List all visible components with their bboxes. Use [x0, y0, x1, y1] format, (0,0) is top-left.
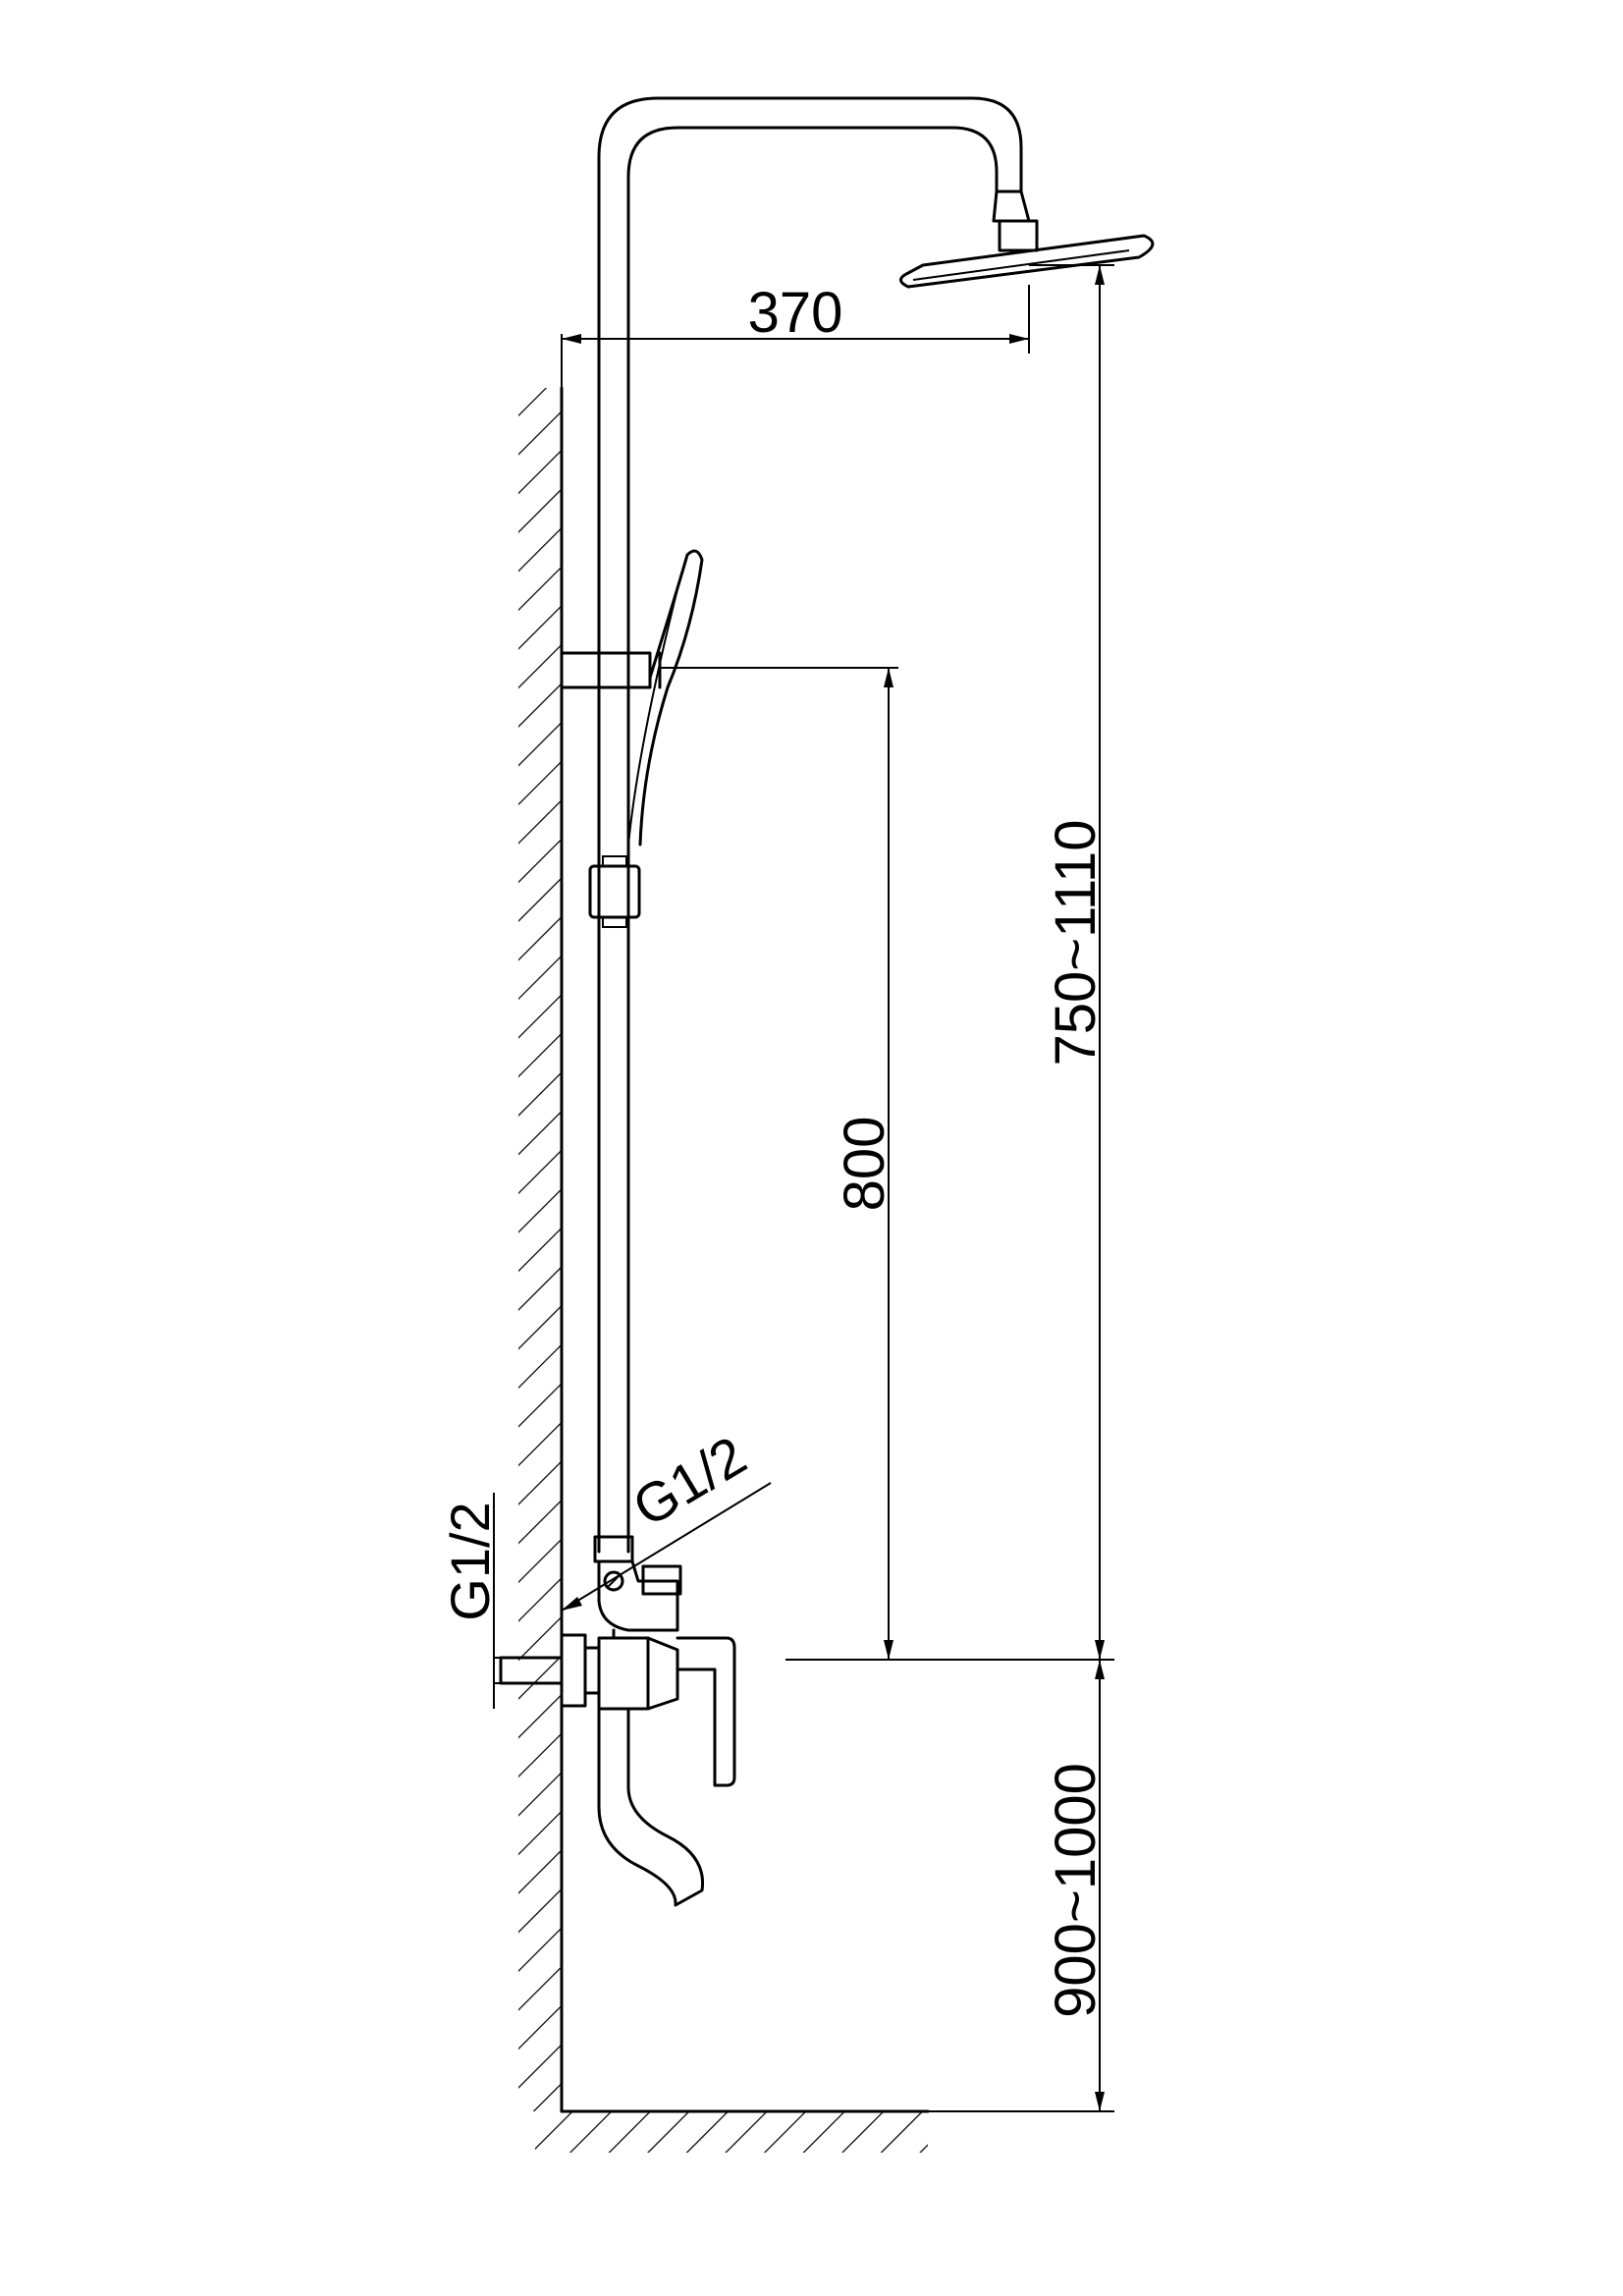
arrow-900-top	[1095, 1660, 1105, 1679]
slider-cap-bottom	[602, 916, 627, 928]
arrow-370-right	[1009, 334, 1029, 344]
arrow-900-bottom	[1095, 2092, 1105, 2111]
mixer-cartridge	[646, 1636, 679, 1711]
dimension-inlet-thread: G1/2	[439, 1493, 511, 1709]
hand-shower-inner	[627, 588, 678, 846]
label-800: 800	[833, 1117, 896, 1212]
shower-head	[899, 234, 1155, 289]
diverter-outlet	[641, 1564, 682, 1596]
dimension-hose-thread: G1/2	[561, 1424, 772, 1612]
dimension-slide-bar: 800	[660, 667, 898, 1660]
slider-bracket	[588, 855, 641, 928]
dimension-mixer-height: 900~1000	[928, 1660, 1114, 2112]
arrow-750-top	[1095, 265, 1105, 285]
wall	[518, 386, 564, 2113]
dimension-arm-reach: 370	[561, 281, 1030, 393]
mixer-wall-flange	[560, 1633, 587, 1708]
arrow-hose-thread	[562, 1597, 582, 1611]
diverter-body	[597, 1559, 679, 1632]
diverter-screw-icon	[603, 1570, 624, 1592]
inlet-thread-stub	[499, 1656, 564, 1685]
label-900-1000: 900~1000	[1044, 1763, 1108, 2018]
mixer-lever[interactable]	[676, 1636, 736, 1787]
label-370: 370	[748, 281, 843, 345]
hand-shower	[627, 549, 704, 847]
dimension-total-height: 750~1110	[1029, 264, 1114, 1660]
label-g12-hose: G1/2	[622, 1424, 757, 1539]
leader-hose-thread	[561, 1482, 772, 1612]
arrow-800-bottom	[884, 1640, 893, 1660]
arrow-800-top	[884, 668, 893, 687]
label-g12-inlet: G1/2	[439, 1502, 501, 1620]
riser-outer-line	[597, 96, 1023, 1554]
label-750-1110: 750~1110	[1044, 819, 1108, 1066]
arrow-370-left	[562, 334, 581, 344]
slider-cap-top	[602, 855, 627, 867]
diverter	[593, 1535, 682, 1632]
head-connector	[998, 219, 1039, 252]
wall-hatching	[518, 388, 562, 2111]
hand-shower-outline	[638, 549, 704, 847]
mixer-eccentric	[583, 1646, 601, 1695]
shower-head-face	[912, 249, 1130, 281]
mixer-body	[597, 1636, 650, 1711]
floor	[535, 2109, 930, 2153]
floor-hatching	[535, 2111, 928, 2153]
shower-riser	[597, 96, 1039, 1554]
slide-bar-holder	[560, 651, 652, 689]
mixer	[499, 1628, 736, 1787]
bath-spout	[597, 1707, 705, 1907]
spout-outline	[597, 1707, 705, 1907]
diverter-collar	[593, 1535, 634, 1563]
riser-inner-line	[626, 126, 999, 1554]
arrow-750-bottom	[1095, 1640, 1105, 1660]
arm-swivel	[992, 190, 1031, 223]
shower-head-outline	[899, 234, 1155, 289]
